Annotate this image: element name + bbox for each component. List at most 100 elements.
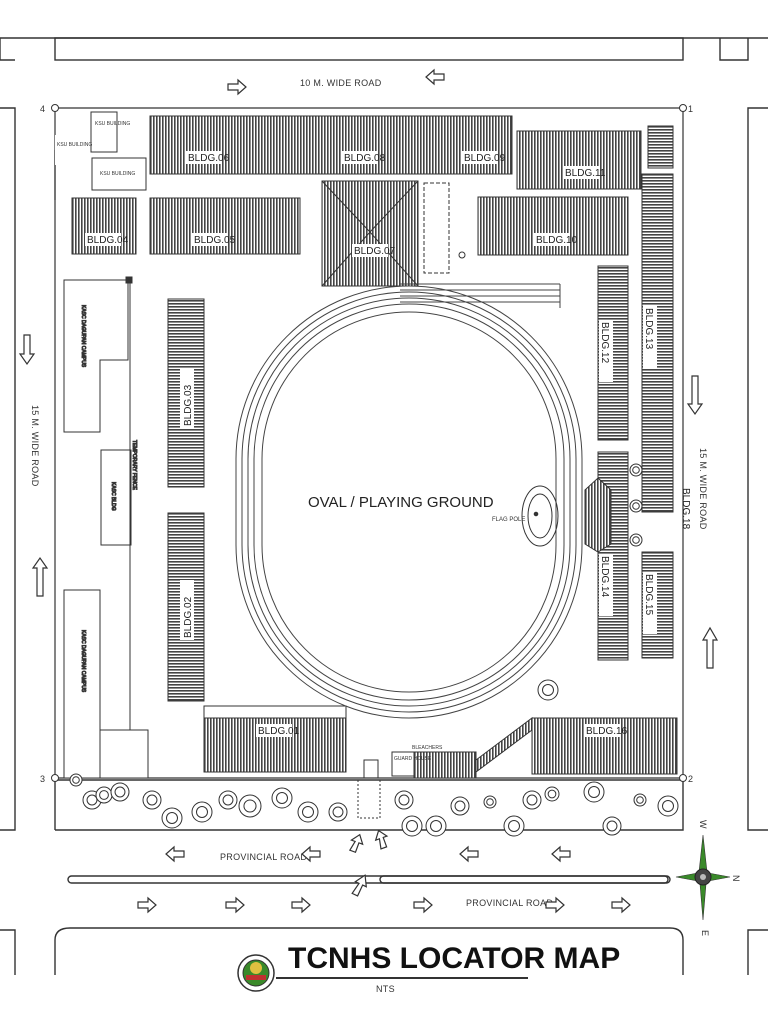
north-road-label: 10 M. WIDE ROAD bbox=[300, 78, 382, 88]
flag-pole-label: FLAG POLE bbox=[492, 517, 525, 523]
field-label: OVAL / PLAYING GROUND bbox=[308, 494, 494, 511]
arrow-up-icon bbox=[31, 556, 49, 597]
tree-icon bbox=[508, 820, 520, 832]
kasc-campus-label-2: KASC DAGUPAN CAMPUS bbox=[80, 630, 86, 693]
tree-icon bbox=[72, 776, 80, 784]
arrow-left-icon bbox=[301, 845, 321, 863]
arrow-right-icon bbox=[137, 896, 157, 914]
compass-north: N bbox=[731, 875, 741, 882]
traffic-arrows bbox=[18, 68, 719, 914]
tree-icon bbox=[114, 786, 126, 798]
guard-house-label: GUARD HOUSE bbox=[394, 756, 432, 762]
tree-icon bbox=[454, 800, 466, 812]
tree-icon bbox=[662, 800, 674, 812]
flag-pole bbox=[521, 485, 559, 547]
corner-4-label: 4 bbox=[40, 104, 45, 114]
tree-icon bbox=[166, 812, 178, 824]
north-buildings: KSU BUILDING KSU BUILDING KSU BUILDING bbox=[55, 111, 674, 191]
arrow-down-icon bbox=[686, 375, 704, 416]
bldg-11-label: BLDG.11 bbox=[565, 168, 606, 179]
second-row-buildings bbox=[71, 180, 629, 287]
arrow-left-icon bbox=[551, 845, 571, 863]
school-seal-icon bbox=[237, 954, 275, 992]
tree-icon bbox=[632, 466, 640, 474]
ksu-building-1: KSU BUILDING bbox=[95, 121, 130, 127]
bldg-04-label: BLDG.04 bbox=[87, 235, 129, 246]
compass-west: W bbox=[698, 820, 708, 829]
tree-icon bbox=[430, 820, 442, 832]
south-buildings: BLEACHERS GUARD HOUSE bbox=[203, 705, 678, 779]
tree-icon bbox=[486, 798, 494, 806]
main-gate bbox=[357, 759, 381, 819]
arrow-left-icon bbox=[165, 845, 185, 863]
compass-icon: W N E bbox=[675, 820, 741, 936]
arrow-right-icon bbox=[227, 78, 247, 96]
tree-icon bbox=[146, 794, 158, 806]
tree-icon bbox=[606, 820, 618, 832]
building-labels: BLDG.06 BLDG.08 BLDG.09 BLDG.11 BLDG.04 … bbox=[85, 151, 691, 737]
tree-icon bbox=[196, 806, 208, 818]
corner-2-label: 2 bbox=[688, 774, 693, 784]
bleachers-label: BLEACHERS bbox=[412, 745, 443, 751]
arrow-down-icon bbox=[18, 334, 36, 366]
east-road-label: 15 M. WIDE ROAD bbox=[698, 448, 708, 530]
tree-icon bbox=[99, 790, 109, 800]
tree-icon bbox=[86, 794, 98, 806]
bldg-12-label: BLDG.12 bbox=[599, 322, 610, 364]
tree-icon bbox=[398, 794, 410, 806]
tree-icon bbox=[636, 796, 644, 804]
provincial-road-lower-label: PROVINCIAL ROAD bbox=[466, 898, 553, 908]
tree-icon bbox=[406, 820, 418, 832]
bldg-18-label: BLDG.18 bbox=[680, 488, 691, 530]
bldg-07-label: BLDG.07 bbox=[354, 246, 396, 257]
tree-icon bbox=[588, 786, 600, 798]
corner-markers: 4 1 2 3 bbox=[40, 104, 693, 784]
tree-icon bbox=[302, 806, 314, 818]
tree-icon bbox=[222, 794, 234, 806]
compass-east: E bbox=[700, 930, 710, 936]
arrow-up-icon bbox=[701, 626, 719, 669]
arrow-right-icon bbox=[413, 896, 433, 914]
oval-track bbox=[235, 283, 583, 719]
tree-icon bbox=[243, 799, 257, 813]
bldg-10-label: BLDG.10 bbox=[536, 235, 578, 246]
turn-arrow-icon bbox=[351, 874, 367, 897]
bldg-08-label: BLDG.08 bbox=[344, 153, 386, 164]
tree-icon bbox=[332, 806, 344, 818]
ksu-building-2: KSU BUILDING bbox=[100, 171, 135, 177]
arrow-right-icon bbox=[545, 896, 565, 914]
tree-icon bbox=[547, 789, 557, 799]
ksu-building-3: KSU BUILDING bbox=[57, 142, 92, 148]
scale-note: NTS bbox=[376, 984, 395, 994]
tree-icon bbox=[632, 536, 640, 544]
road-frame bbox=[0, 37, 768, 975]
tree-icon bbox=[542, 684, 554, 696]
bldg-15-label: BLDG.15 bbox=[643, 574, 654, 616]
corner-1-label: 1 bbox=[688, 104, 693, 114]
tree-row bbox=[69, 463, 679, 837]
bldg-16-label: BLDG.16 bbox=[586, 726, 628, 737]
arrow-left-icon bbox=[459, 845, 479, 863]
bldg-13-label: BLDG.13 bbox=[643, 308, 654, 350]
kasc-campus-label-1: KASC DAGUPAN CAMPUS bbox=[80, 305, 86, 368]
bldg-14-label: BLDG.14 bbox=[599, 556, 610, 598]
bldg-05-label: BLDG.05 bbox=[194, 235, 236, 246]
corner-3-label: 3 bbox=[40, 774, 45, 784]
arrow-left-icon bbox=[425, 68, 445, 86]
bldg-02-label: BLDG.02 bbox=[183, 596, 194, 638]
temporary-fence-label: TEMPORARY FENCE bbox=[131, 440, 137, 490]
west-side-structures: KASC DAGUPAN CAMPUS KASC BLDG KASC DAGUP… bbox=[63, 276, 149, 779]
bldg-01-label: BLDG.01 bbox=[258, 726, 300, 737]
arrow-right-icon bbox=[611, 896, 631, 914]
title-block: TCNHS LOCATOR MAP NTS bbox=[237, 942, 620, 994]
tree-icon bbox=[526, 794, 538, 806]
tree-icon bbox=[632, 502, 640, 510]
bldg-03-label: BLDG.03 bbox=[183, 384, 194, 426]
west-road-label: 15 M. WIDE ROAD bbox=[30, 405, 40, 487]
provincial-road-upper-label: PROVINCIAL ROAD bbox=[220, 852, 307, 862]
bldg-06-label: BLDG.06 bbox=[188, 153, 230, 164]
tree-icon bbox=[276, 792, 288, 804]
arrow-right-icon bbox=[225, 896, 245, 914]
arrow-right-icon bbox=[291, 896, 311, 914]
